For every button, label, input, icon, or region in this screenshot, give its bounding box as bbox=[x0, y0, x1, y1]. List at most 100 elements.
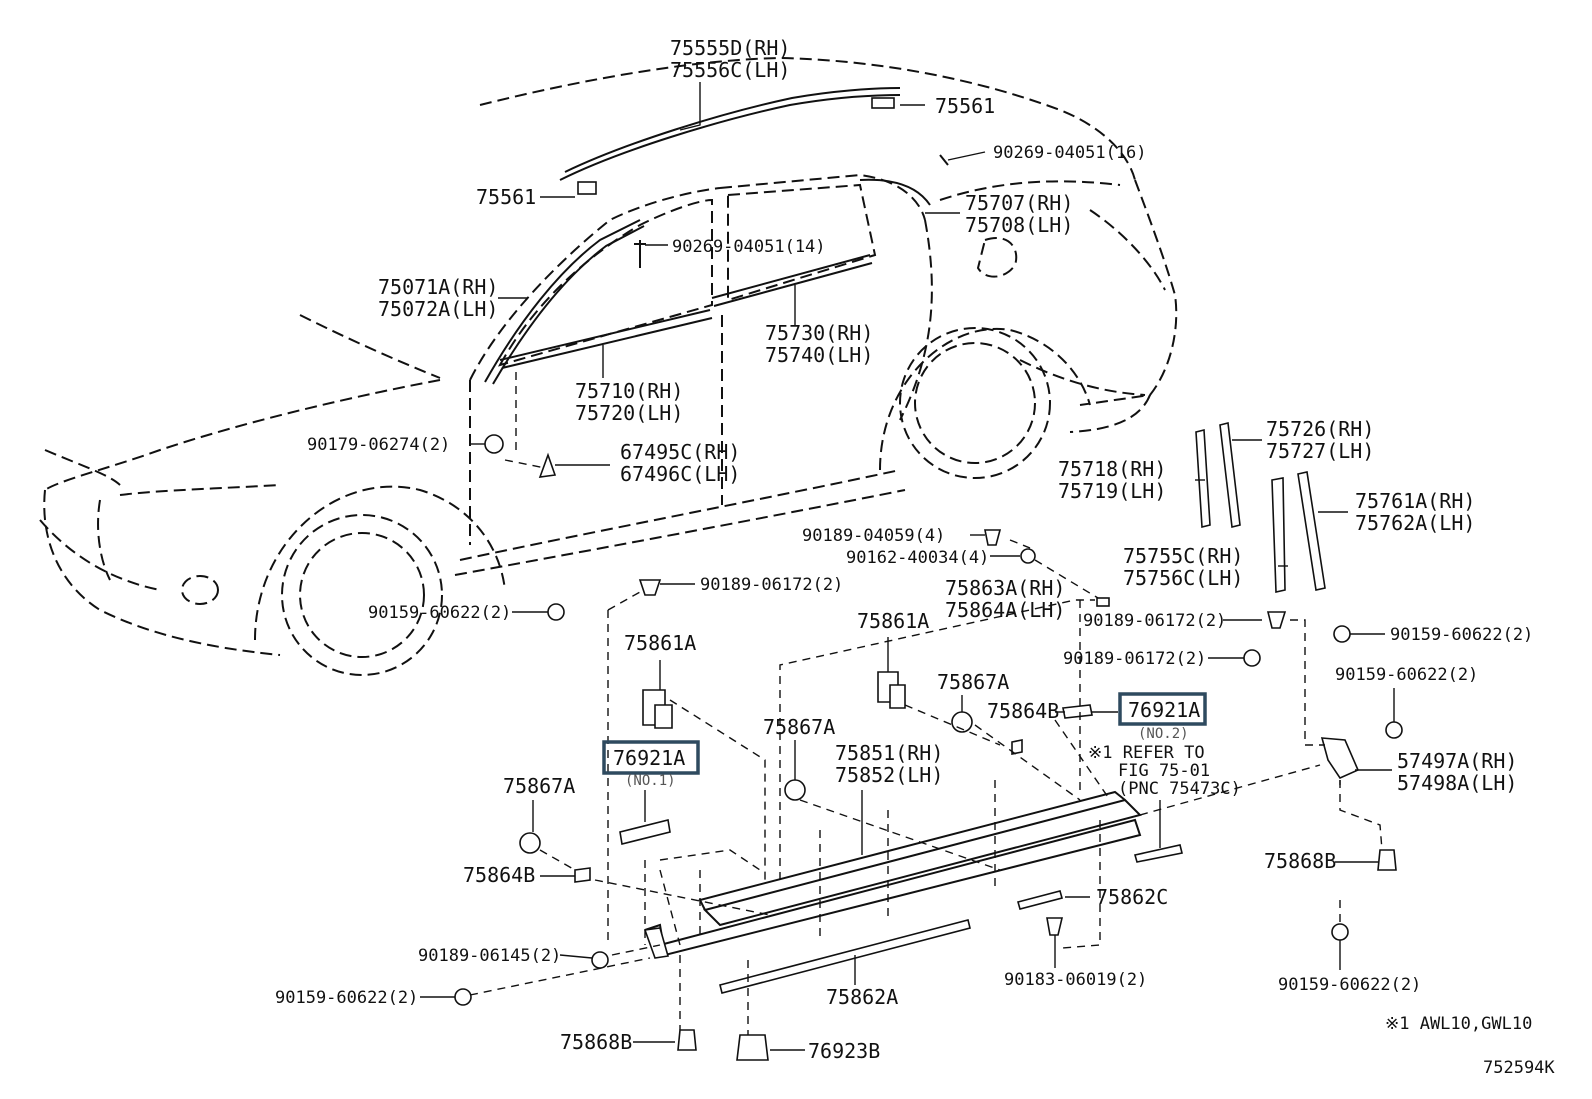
label-rocker-rh: 75851(RH) bbox=[835, 741, 943, 765]
label-rocker-ext-rh: 75863A(RH) bbox=[945, 576, 1065, 600]
label-emblem-no1-sub: (NO.1) bbox=[625, 773, 676, 789]
part-labels: 75555D(RH) 75556C(LH) 75561 75561 90269-… bbox=[275, 36, 1555, 1078]
label-bolt-60622-d: 90159-60622(2) bbox=[275, 988, 418, 1008]
label-bracket-lh: 57498A(LH) bbox=[1397, 771, 1517, 795]
clip-75868b-part-2 bbox=[1377, 849, 1397, 871]
label-bracket-rh: 57497A(RH) bbox=[1397, 749, 1517, 773]
clip-06145-part bbox=[591, 951, 609, 969]
label-clip-75867a-1: 75867A bbox=[503, 774, 575, 798]
figure-id: 752594K bbox=[1483, 1058, 1555, 1078]
label-bolt-60622-e: 90159-60622(2) bbox=[1278, 975, 1421, 995]
label-mirror-clip: 90179-06274(2) bbox=[307, 435, 450, 455]
clip-06019-part bbox=[1046, 917, 1064, 936]
clip-75867a-part-1 bbox=[519, 832, 541, 854]
label-clip-75864b-1: 75864B bbox=[463, 863, 535, 887]
label-windshield-rh: 75071A(RH) bbox=[378, 275, 498, 299]
hybrid-emblem-part bbox=[1133, 844, 1183, 863]
label-clip-06172-c: 90189-06172(2) bbox=[1063, 649, 1206, 669]
label-emblem-no2: 76921A bbox=[1128, 698, 1200, 722]
bolt-part-c bbox=[1385, 721, 1403, 739]
label-bolt-60622-c: 90159-60622(2) bbox=[1335, 665, 1478, 685]
emblem-no1-part bbox=[619, 819, 671, 845]
emblem-no2-part bbox=[1062, 704, 1093, 719]
mirror-clip-part bbox=[484, 434, 504, 454]
label-pillar-c-lh: 75762A(LH) bbox=[1355, 511, 1475, 535]
label-pillar-d-lh: 75756C(LH) bbox=[1123, 566, 1243, 590]
clip-75867a-part-2 bbox=[784, 779, 806, 801]
label-clip-75864b-2: 75864B bbox=[987, 699, 1059, 723]
rocker-molding-part bbox=[703, 798, 1142, 927]
label-mirror-cap-rh: 67495C(RH) bbox=[620, 440, 740, 464]
label-roof-clip-right: 75561 bbox=[935, 94, 995, 118]
label-rear-quarter-rh: 75707(RH) bbox=[965, 191, 1073, 215]
label-strip-75862a: 75862A bbox=[826, 985, 898, 1009]
label-clip-06019: 90183-06019(2) bbox=[1004, 970, 1147, 990]
bolt-part-d bbox=[454, 988, 472, 1006]
screw-40034-part bbox=[1020, 548, 1036, 564]
strip-75862c-part bbox=[1017, 890, 1063, 910]
clip-04059-part bbox=[984, 529, 1002, 546]
rocker-end-cap bbox=[643, 927, 670, 959]
label-clip-06145: 90189-06145(2) bbox=[418, 946, 561, 966]
note-refer-line-2: FIG 75-01 bbox=[1118, 761, 1210, 781]
label-clip-76923b: 76923B bbox=[808, 1039, 880, 1063]
roof-clip-part-left bbox=[577, 181, 597, 195]
bolt-part-a bbox=[547, 603, 565, 621]
emblem-no1-highlight bbox=[602, 740, 700, 775]
label-roof-screw: 90269-04051(16) bbox=[993, 143, 1147, 163]
label-clip-75868b-2: 75868B bbox=[1264, 849, 1336, 873]
label-rear-belt-lh: 75740(LH) bbox=[765, 343, 873, 367]
guide-lines bbox=[469, 372, 1383, 1035]
label-clip-06172-a: 90189-06172(2) bbox=[700, 575, 843, 595]
label-emblem-no2-sub: (NO.2) bbox=[1138, 726, 1189, 742]
label-clip-75867a-2: 75867A bbox=[763, 715, 835, 739]
label-roof-molding-lh: 75556C(LH) bbox=[670, 58, 790, 82]
rocker-ext-part bbox=[1096, 597, 1110, 607]
label-spacer-left: 75861A bbox=[624, 631, 696, 655]
car-moldings bbox=[484, 87, 949, 478]
label-bolt-60622-a: 90159-60622(2) bbox=[368, 603, 511, 623]
label-clip-04059: 90189-04059(4) bbox=[802, 526, 945, 546]
label-pillar-c-rh: 75761A(RH) bbox=[1355, 489, 1475, 513]
footnote: ※1 AWL10,GWL10 bbox=[1385, 1014, 1532, 1034]
label-front-belt-lh: 75720(LH) bbox=[575, 401, 683, 425]
label-pillar-a-lh: 75727(LH) bbox=[1266, 439, 1374, 463]
leader-lines bbox=[420, 82, 1395, 1051]
label-roof-molding-rh: 75555D(RH) bbox=[670, 36, 790, 60]
label-rear-quarter-lh: 75708(LH) bbox=[965, 213, 1073, 237]
label-emblem-no1: 76921A bbox=[613, 746, 685, 770]
label-clip-75867a-3: 75867A bbox=[937, 670, 1009, 694]
label-clip-06172-b: 90189-06172(2) bbox=[1083, 611, 1226, 631]
roof-clip-part-right bbox=[871, 97, 895, 109]
clip-06172-part-a bbox=[638, 579, 662, 596]
emblem-no2-highlight bbox=[1118, 692, 1207, 726]
label-pillar-a-rh: 75726(RH) bbox=[1266, 417, 1374, 441]
label-windshield-lh: 75072A(LH) bbox=[378, 297, 498, 321]
pillar-moldings bbox=[1195, 422, 1326, 593]
bracket-part bbox=[1320, 737, 1360, 780]
clip-75864b-part-2 bbox=[1011, 739, 1023, 755]
note-refer-line-3: (PNC 75473C) bbox=[1118, 779, 1241, 799]
clip-06172-part-c bbox=[1243, 649, 1261, 667]
label-pillar-d-rh: 75755C(RH) bbox=[1123, 544, 1243, 568]
label-pillar-b-lh: 75719(LH) bbox=[1058, 479, 1166, 503]
label-rear-belt-rh: 75730(RH) bbox=[765, 321, 873, 345]
clip-75864b-part-1 bbox=[574, 867, 591, 883]
strip-75862a-part bbox=[719, 919, 971, 994]
clip-75868b-part-1 bbox=[677, 1029, 697, 1051]
label-screw-40034: 90162-40034(4) bbox=[846, 548, 989, 568]
clip-06172-part-b bbox=[1266, 611, 1287, 629]
label-door-screw: 90269-04051(14) bbox=[672, 237, 826, 257]
mirror-cap-part bbox=[538, 452, 557, 478]
label-roof-clip-left: 75561 bbox=[476, 185, 536, 209]
label-rocker-ext-lh: 75864A(LH) bbox=[945, 598, 1065, 622]
clip-76923b-part bbox=[736, 1034, 769, 1061]
label-pillar-b-rh: 75718(RH) bbox=[1058, 457, 1166, 481]
label-mirror-cap-lh: 67496C(LH) bbox=[620, 462, 740, 486]
label-bolt-60622-b: 90159-60622(2) bbox=[1390, 625, 1533, 645]
label-front-belt-rh: 75710(RH) bbox=[575, 379, 683, 403]
label-rocker-lh: 75852(LH) bbox=[835, 763, 943, 787]
label-strip-75862c: 75862C bbox=[1096, 885, 1168, 909]
